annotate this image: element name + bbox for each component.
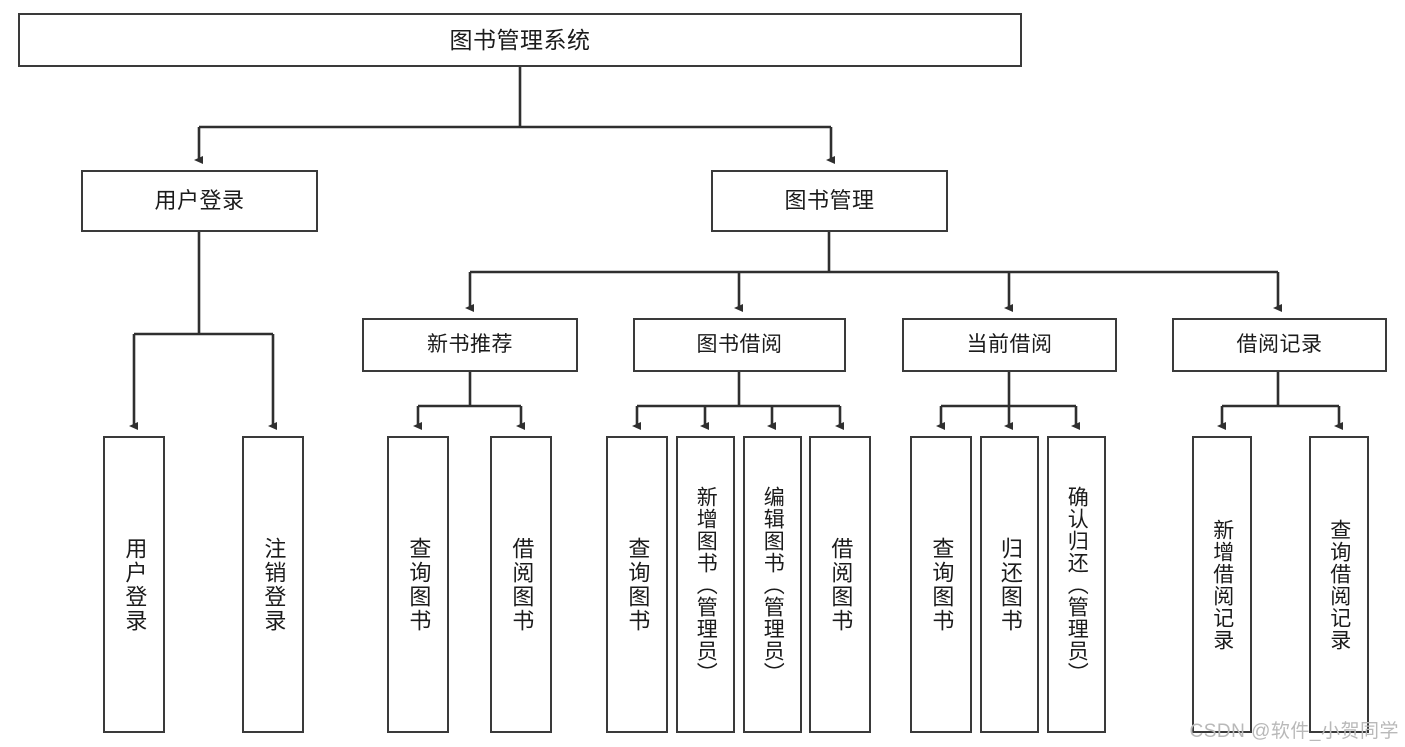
leaf-return-book[interactable]: 归还图书 [980,436,1039,733]
node-user-login[interactable]: 用户登录 [81,170,318,232]
node-label: 图书借阅 [696,332,783,356]
node-root-system[interactable]: 图书管理系统 [18,13,1022,67]
csdn-watermark: CSDN @软件_小贺同学 [1189,721,1399,742]
leaf-borrow-book-recommend[interactable]: 借阅图书 [490,436,552,733]
leaf-query-book-current[interactable]: 查询图书 [910,436,972,733]
leaf-add-borrow-record[interactable]: 新增借阅记录 [1192,436,1252,733]
leaf-confirm-return-admin[interactable]: 确认归还（管理员） [1047,436,1106,733]
node-label: 新书推荐 [427,332,513,356]
leaf-query-borrow-record[interactable]: 查询借阅记录 [1309,436,1369,733]
node-new-book-recommend[interactable]: 新书推荐 [362,318,578,372]
leaf-query-book-recommend[interactable]: 查询图书 [387,436,449,733]
node-label: 归还图书 [997,536,1023,633]
leaf-edit-book-admin[interactable]: 编辑图书（管理员） [743,436,802,733]
node-label: 编辑图书（管理员） [761,485,785,684]
node-current-borrow[interactable]: 当前借阅 [902,318,1117,372]
leaf-user-login[interactable]: 用户登录 [103,436,165,733]
node-label: 用户登录 [154,188,245,214]
node-label: 借阅图书 [828,536,854,633]
node-label: 查询图书 [406,536,432,633]
node-label: 注销登录 [261,536,287,633]
leaf-logout-login[interactable]: 注销登录 [242,436,304,733]
node-label: 用户登录 [122,536,148,633]
node-label: 新增图书（管理员） [694,485,718,684]
node-label: 图书管理 [784,188,875,214]
node-label: 查询借阅记录 [1327,518,1351,651]
node-book-borrow[interactable]: 图书借阅 [633,318,846,372]
node-label: 图书管理系统 [449,26,591,53]
node-book-management[interactable]: 图书管理 [711,170,948,232]
node-label: 借阅图书 [509,536,535,633]
leaf-borrow-book[interactable]: 借阅图书 [809,436,871,733]
node-label: 查询图书 [929,536,955,633]
leaf-add-book-admin[interactable]: 新增图书（管理员） [676,436,735,733]
node-borrow-record[interactable]: 借阅记录 [1172,318,1387,372]
node-label: 借阅记录 [1236,332,1323,356]
node-label: 确认归还（管理员） [1065,485,1089,684]
node-label: 当前借阅 [966,332,1053,356]
node-label: 新增借阅记录 [1210,518,1234,651]
leaf-query-book-borrow[interactable]: 查询图书 [606,436,668,733]
node-label: 查询图书 [625,536,651,633]
